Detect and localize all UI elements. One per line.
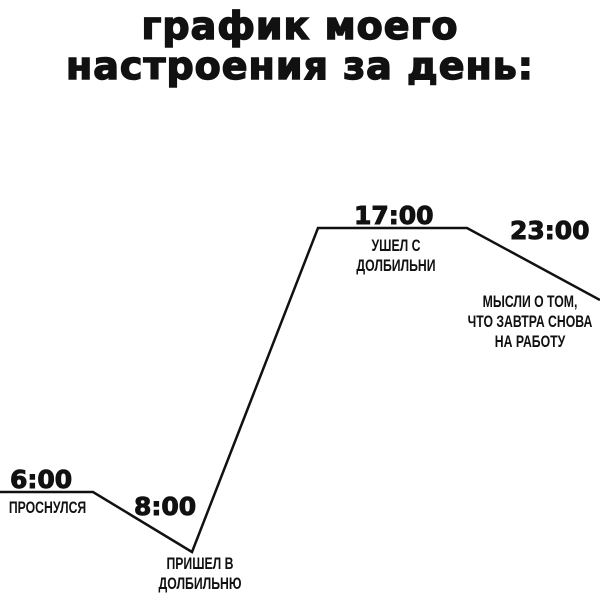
annotation-thoughts: Мысли о том, что завтра снова на работу bbox=[465, 292, 595, 352]
annotation-line: долбильни bbox=[356, 256, 436, 275]
annotation-arrived-work: Пришел в долбильню bbox=[157, 554, 243, 594]
annotation-line: долбильню bbox=[158, 574, 242, 593]
annotation-woke-up: Проснулся bbox=[8, 498, 87, 517]
annotation-line: на работу bbox=[494, 332, 566, 351]
mood-line bbox=[0, 226, 600, 554]
annotation-line: что завтра снова bbox=[467, 312, 593, 331]
annotation-line: Ушел с bbox=[371, 236, 421, 255]
time-label-6: 6:00 bbox=[9, 465, 73, 494]
time-label-23: 23:00 bbox=[510, 216, 591, 245]
title-line-2: настроения за день: bbox=[65, 44, 534, 88]
time-label-8: 8:00 bbox=[133, 492, 197, 521]
annotation-left-work: Ушел с долбильни bbox=[353, 236, 439, 276]
chart-title: График моего настроения за день: bbox=[0, 4, 600, 88]
title-line-1: График моего bbox=[141, 4, 459, 48]
annotation-line: Мысли о том, bbox=[482, 292, 578, 311]
time-label-17: 17:00 bbox=[354, 201, 435, 230]
annotation-line: Пришел в bbox=[166, 554, 234, 573]
